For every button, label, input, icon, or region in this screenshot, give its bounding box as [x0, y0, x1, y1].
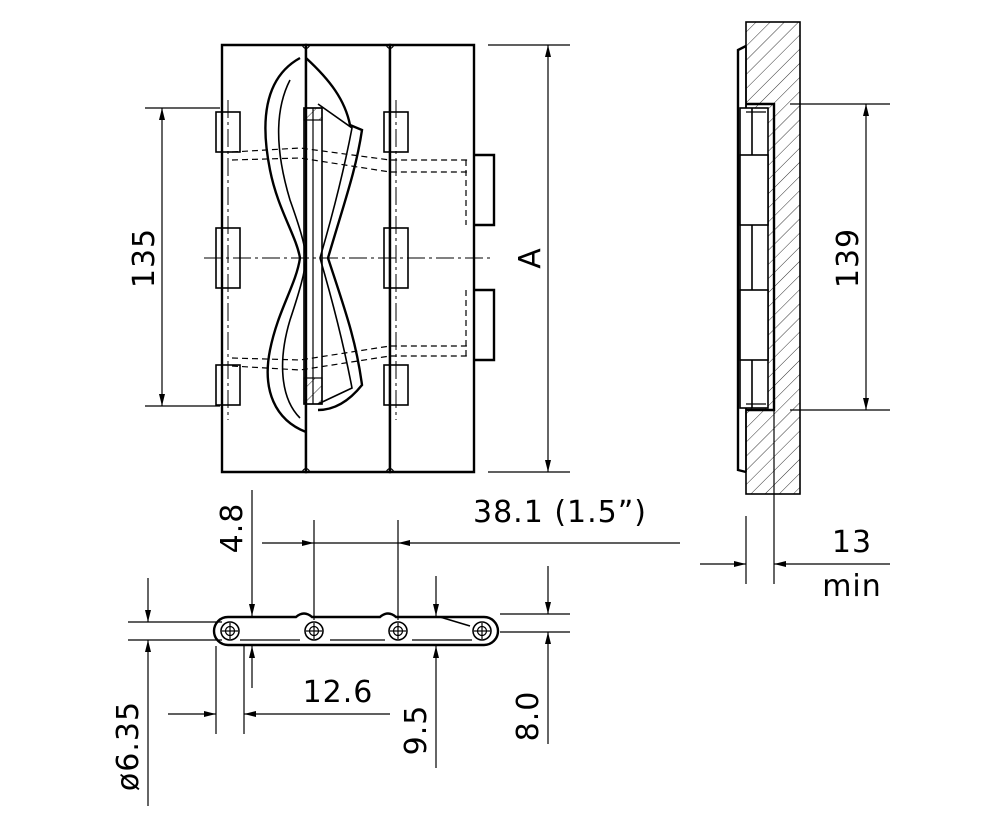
dimension-9-5: 9.5 — [399, 576, 439, 768]
dim-label-135: 135 — [127, 228, 162, 288]
dim-label-min: min — [822, 569, 882, 604]
chain-profile — [212, 612, 500, 647]
dim-label-4-8: 4.8 — [215, 503, 250, 554]
profile-view — [212, 612, 500, 647]
dim-label-139: 139 — [831, 228, 866, 288]
dimension-13-min: 13 min — [700, 410, 890, 604]
dim-label-9-5: 9.5 — [399, 705, 434, 756]
tab-upper — [474, 153, 496, 227]
dim-label-38-1: 38.1 (1.5”) — [473, 495, 647, 530]
dimension-135: 135 — [127, 107, 220, 407]
dimension-6-35: ø6.35 — [111, 578, 222, 806]
dim-label-8-0: 8.0 — [511, 691, 546, 742]
side-view — [736, 21, 801, 495]
front-view — [204, 43, 496, 474]
dimension-12-6: 12.6 — [168, 646, 390, 734]
dimension-139: 139 — [790, 103, 890, 411]
pin-holes — [220, 621, 492, 641]
dimension-4-8: 4.8 — [215, 490, 255, 688]
dim-label-13: 13 — [832, 525, 872, 560]
dim-label-12-6: 12.6 — [303, 675, 374, 710]
tab-lower — [474, 288, 496, 362]
dimension-38-1: 38.1 (1.5”) — [262, 495, 680, 620]
dimension-8-0: 8.0 — [500, 566, 570, 744]
dim-label-6-35: ø6.35 — [111, 701, 146, 791]
dim-label-a: A — [513, 247, 548, 269]
dimension-a: A — [488, 44, 570, 473]
